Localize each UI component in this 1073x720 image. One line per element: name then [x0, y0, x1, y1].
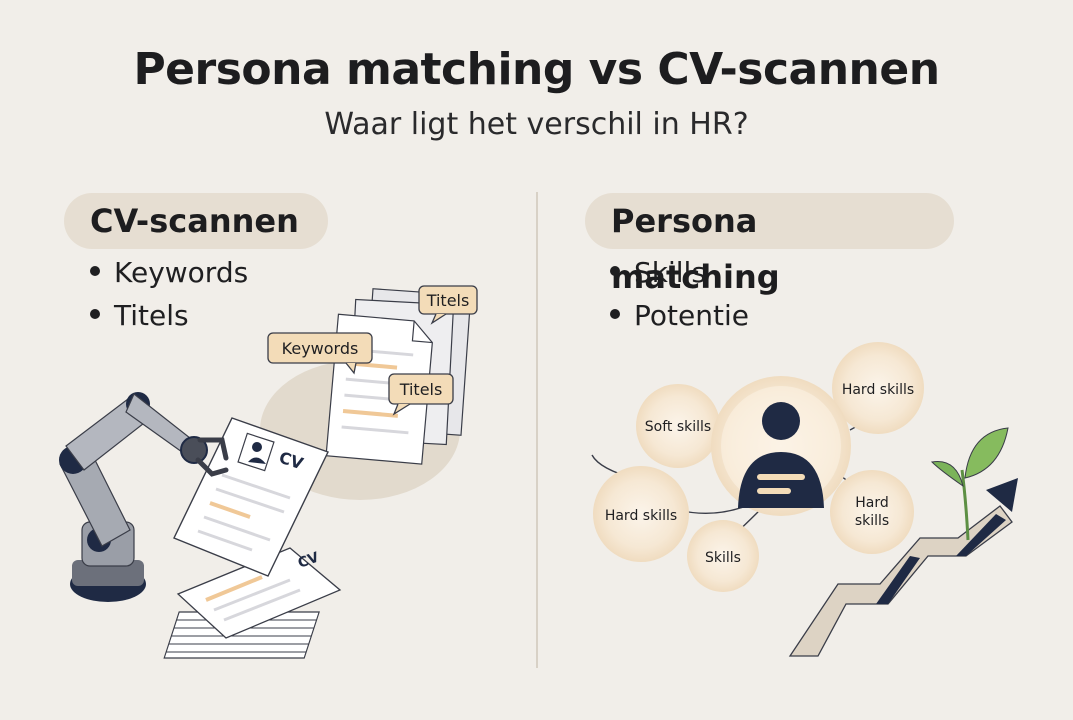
right-bullet-potentie: Potentie [610, 299, 749, 332]
page-subtitle: Waar ligt het verschil in HR? [324, 107, 749, 142]
bubble-hard-skills-right: Hard skills [830, 470, 914, 554]
right-bullet-skills: Skills [610, 256, 706, 289]
bubble-soft-skills: Soft skills [636, 384, 720, 468]
left-bullet-keywords: Keywords [90, 256, 248, 289]
cv-paper-stack-icon: CV [163, 547, 342, 659]
bubble-skills: Skills [687, 520, 759, 592]
cv-scannen-heading: CV-scannen [64, 193, 328, 249]
left-bullet-titels: Titels [90, 299, 189, 332]
growth-arrow-icon [788, 478, 1018, 657]
bubble-skills-label: Skills [705, 550, 741, 566]
tag-titels-mid-label: Titels [399, 380, 443, 399]
right-bullet-label: Potentie [634, 299, 749, 332]
bubble-hard-skills-left-label: Hard skills [605, 508, 677, 524]
persona-matching-heading-label: Persona matching [611, 202, 780, 296]
bubble-hard-skills-right-line1: Hard [855, 495, 889, 511]
bubble-hard-skills-left: Hard skills [593, 466, 689, 562]
cv-scannen-heading-label: CV-scannen [90, 202, 299, 240]
cv-sheet-icon: CV [173, 417, 329, 577]
bullet-dot-icon [610, 266, 620, 276]
persona-matching-heading: Persona matching [585, 193, 954, 296]
left-bullet-label: Titels [114, 299, 189, 332]
cv-stack-label: CV [296, 549, 321, 571]
left-bullet-label: Keywords [114, 256, 249, 289]
tag-keywords: Keywords [267, 332, 373, 375]
robot-arm-icon [59, 392, 229, 602]
bullet-dot-icon [610, 309, 620, 319]
persona-icon [711, 376, 851, 516]
page-title: Persona matching vs CV-scannen [133, 44, 940, 95]
bullet-dot-icon [90, 266, 100, 276]
center-divider [536, 192, 538, 668]
tag-titels-mid: Titels [388, 373, 454, 416]
bullet-dot-icon [90, 309, 100, 319]
tag-titels-top: Titels [418, 285, 478, 325]
sprout-icon [930, 427, 1009, 541]
bubble-soft-skills-label: Soft skills [645, 419, 711, 435]
right-bullet-label: Skills [634, 256, 706, 289]
tag-keywords-label: Keywords [282, 339, 359, 358]
bubble-hard-skills-right-line2: skills [855, 513, 889, 529]
tag-titels-top-label: Titels [426, 291, 470, 310]
bubble-hard-skills-top: Hard skills [832, 342, 924, 434]
bubble-hard-skills-top-label: Hard skills [842, 382, 914, 398]
